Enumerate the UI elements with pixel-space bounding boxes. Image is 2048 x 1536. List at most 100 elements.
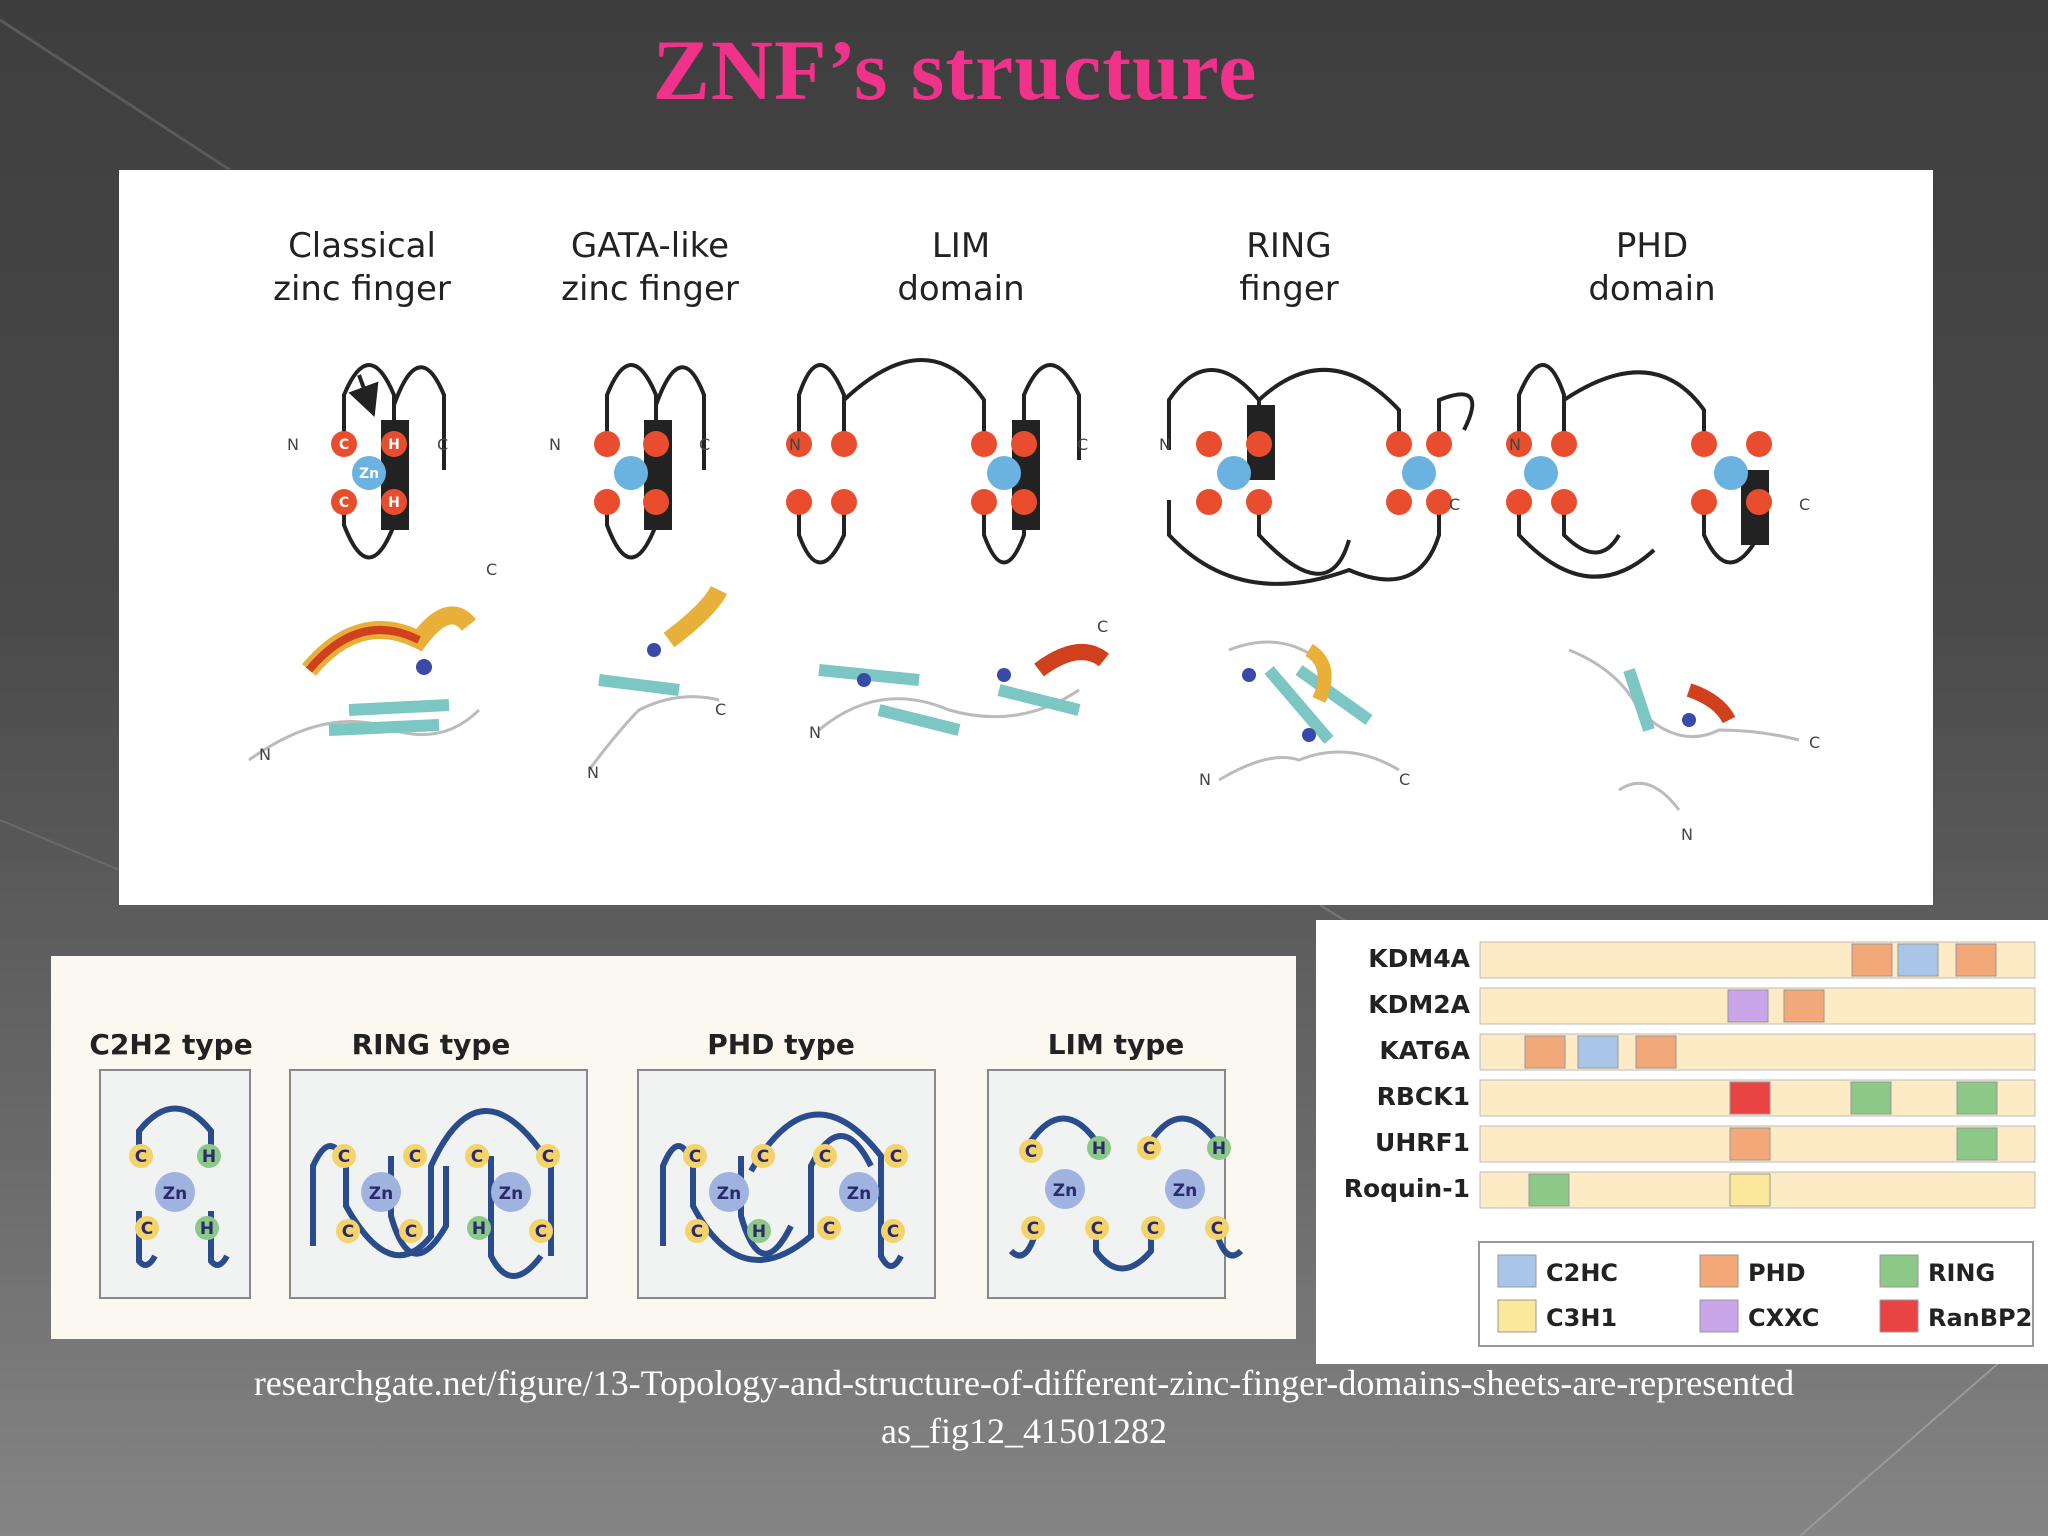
legend-label: PHD <box>1748 1259 1806 1287</box>
cys-label: C <box>409 1147 421 1167</box>
header-ring-line2: finger <box>1239 269 1338 309</box>
domain-box-phd <box>1783 989 1825 1023</box>
classical-residues: C H C H Zn <box>331 431 407 515</box>
zinc-finger-types-figure: C2H2 type RING type PHD type LIM type C … <box>89 1028 1244 1299</box>
legend-swatch <box>1879 1299 1919 1333</box>
lim-residues <box>1019 1136 1231 1240</box>
ring-type-box <box>289 1069 588 1299</box>
zinc-finger-types-panel: C2H2 type RING type PHD type LIM type C … <box>51 956 1296 1339</box>
cys-label: C <box>887 1222 899 1242</box>
c-terminus-label: C <box>1809 733 1820 752</box>
his-label: H <box>752 1222 766 1242</box>
protein-name-label: RBCK1 <box>1377 1082 1470 1111</box>
cys-label: C <box>689 1147 701 1167</box>
cys-label: C <box>1025 1142 1037 1162</box>
header-classical-line2: zinc finger <box>273 269 451 309</box>
domain-box-cxxc <box>1727 989 1769 1023</box>
ring-topology <box>1167 367 1475 586</box>
zn-label: Zn <box>369 1184 393 1204</box>
protein-bar <box>1479 941 2036 979</box>
cys-label: C <box>535 1222 547 1242</box>
domain-box-c3h1 <box>1729 1173 1771 1207</box>
zn-label: Zn <box>1173 1181 1197 1201</box>
n-terminus-label: N <box>287 435 299 454</box>
c2h2-type-label: C2H2 type <box>89 1028 252 1061</box>
source-caption-line2: as_fig12_41501282 <box>881 1411 1167 1451</box>
domain-box-ring <box>1850 1081 1892 1115</box>
phd-3d-structure <box>1568 648 1800 811</box>
ring-residues <box>1196 431 1452 515</box>
domain-box-c2hc <box>1577 1035 1619 1069</box>
protein-name-label: Roquin-1 <box>1344 1174 1470 1203</box>
domain-box-phd <box>1955 943 1997 977</box>
his-label: H <box>388 437 400 453</box>
c-terminus-label: C <box>699 435 710 454</box>
gata-residues <box>594 431 669 515</box>
n-terminus-label: N <box>809 723 821 742</box>
phd-residues <box>1506 431 1772 515</box>
c-terminus-label: C <box>437 435 448 454</box>
zn-label: Zn <box>359 466 379 482</box>
c-terminus-label: C <box>1799 495 1810 514</box>
classical-3d-structure <box>248 606 481 762</box>
c2h2-chain <box>136 1105 230 1268</box>
gata-3d-structure <box>587 585 728 771</box>
lim-3d-structure <box>818 644 1109 736</box>
domain-box-phd <box>1635 1035 1677 1069</box>
domain-box-ring <box>1528 1173 1570 1207</box>
cys-label: C <box>691 1222 703 1242</box>
n-terminus-label: N <box>259 745 271 764</box>
cys-label: C <box>339 495 349 511</box>
page-title: ZNF’s structure <box>652 22 1258 118</box>
legend-label: RING <box>1928 1259 1995 1287</box>
header-gata-line2: zinc finger <box>561 269 739 309</box>
legend-label: CXXC <box>1748 1304 1819 1332</box>
c-terminus-label: C <box>1399 770 1410 789</box>
cys-label: C <box>471 1147 483 1167</box>
zn-label: Zn <box>717 1184 741 1204</box>
c2h2-residues <box>129 1144 221 1240</box>
ring-type-label: RING type <box>352 1028 511 1061</box>
legend-label: C3H1 <box>1546 1304 1617 1332</box>
phd-chain <box>660 1111 904 1269</box>
legend-swatch <box>1497 1299 1537 1333</box>
domain-box-ring <box>1956 1081 1998 1115</box>
topology-figure-panel: Classical zinc finger GATA-like zinc fin… <box>119 170 1933 905</box>
domain-legend-box <box>1478 1241 2034 1347</box>
legend-swatch <box>1497 1254 1537 1288</box>
domain-box-phd <box>1524 1035 1566 1069</box>
topology-figure: Classical zinc finger GATA-like zinc fin… <box>248 226 1820 844</box>
phd-type-label: PHD type <box>707 1028 855 1061</box>
c-terminus-label: C <box>1097 617 1108 636</box>
his-label: H <box>472 1219 486 1239</box>
cys-label: C <box>542 1147 554 1167</box>
his-label: H <box>200 1219 214 1239</box>
his-label: H <box>388 495 400 511</box>
n-terminus-label: N <box>587 763 599 782</box>
gata-topology <box>605 363 706 560</box>
lim-topology <box>797 358 1081 565</box>
cys-label: C <box>342 1222 354 1242</box>
zn-label: Zn <box>1053 1181 1077 1201</box>
cys-label: C <box>339 437 349 453</box>
n-terminus-label: N <box>1681 825 1693 844</box>
cys-label: C <box>1211 1219 1223 1239</box>
c-terminus-label: C <box>1449 495 1460 514</box>
domain-box-c2hc <box>1897 943 1939 977</box>
protein-name-label: KDM2A <box>1368 990 1470 1019</box>
cys-label: C <box>338 1147 350 1167</box>
header-phd-line2: domain <box>1588 269 1715 309</box>
ring-residues <box>332 1144 560 1243</box>
cys-label: C <box>135 1147 147 1167</box>
cys-label: C <box>1143 1139 1155 1159</box>
header-gata-line1: GATA-like <box>571 226 729 266</box>
cys-label: C <box>890 1147 902 1167</box>
n-terminus-label: N <box>1199 770 1211 789</box>
cys-label: C <box>819 1147 831 1167</box>
cys-label: C <box>405 1222 417 1242</box>
cys-label: C <box>823 1219 835 1239</box>
cys-label: C <box>1027 1219 1039 1239</box>
